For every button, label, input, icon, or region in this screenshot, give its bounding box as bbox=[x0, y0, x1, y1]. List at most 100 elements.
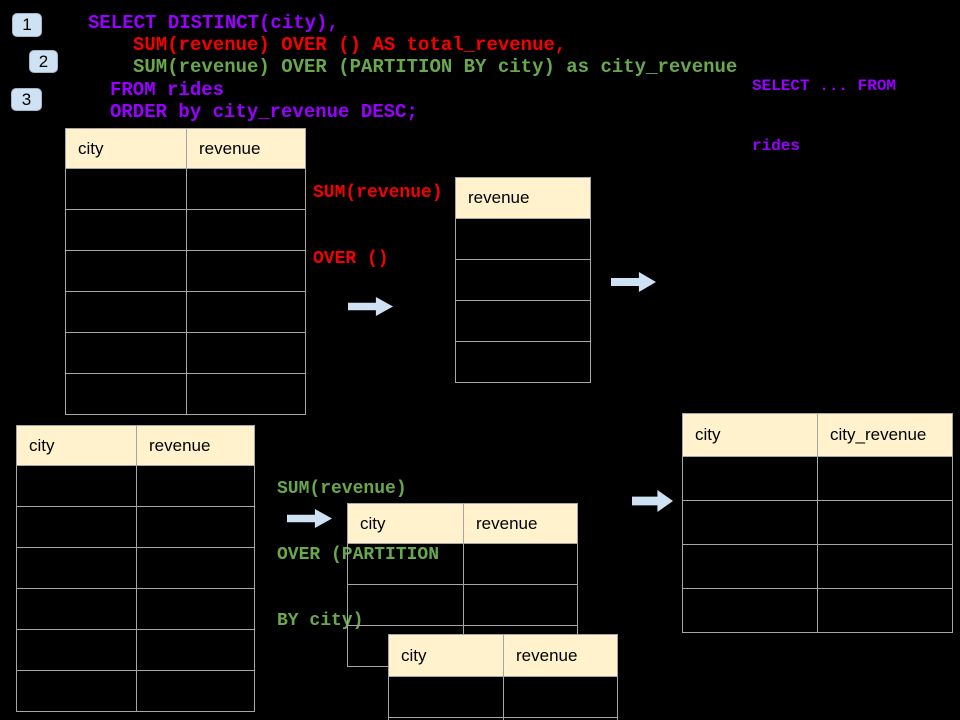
table-cell-empty bbox=[187, 374, 306, 415]
column-header-revenue: revenue bbox=[504, 635, 618, 677]
table-row bbox=[17, 671, 255, 712]
table-cell-empty bbox=[187, 210, 306, 251]
table-cell-empty bbox=[818, 501, 953, 545]
table-row bbox=[683, 589, 953, 633]
table-row bbox=[66, 210, 306, 251]
table-cell-empty bbox=[137, 466, 255, 507]
partition-label: SUM(revenue) OVER (PARTITION BY city) bbox=[277, 434, 439, 676]
table-cell-empty bbox=[187, 292, 306, 333]
column-header-revenue: revenue bbox=[137, 426, 255, 466]
table-cell-empty bbox=[389, 718, 504, 720]
table-row bbox=[389, 718, 618, 720]
sql-code-line-3: SUM(revenue) OVER (PARTITION BY city) as… bbox=[133, 56, 738, 78]
table-row bbox=[456, 342, 591, 383]
table-cell-empty bbox=[17, 671, 137, 712]
table-cell-empty bbox=[137, 630, 255, 671]
table-cell-empty bbox=[66, 292, 187, 333]
table-row bbox=[17, 507, 255, 548]
table-cell-empty bbox=[464, 544, 578, 585]
side-note-line-2: rides bbox=[752, 137, 801, 155]
table-cell-empty bbox=[187, 251, 306, 292]
arrow-right-icon bbox=[632, 490, 673, 512]
table-cell-empty bbox=[456, 342, 591, 383]
table-cell-empty bbox=[17, 630, 137, 671]
total-revenue-label: SUM(revenue) OVER () bbox=[313, 138, 443, 314]
table-cell-empty bbox=[66, 374, 187, 415]
table-cell-empty bbox=[137, 671, 255, 712]
table-cell-empty bbox=[818, 457, 953, 501]
table-cell-empty bbox=[683, 545, 818, 589]
table-cell-empty bbox=[348, 544, 464, 585]
table-cell-empty bbox=[137, 507, 255, 548]
table-row bbox=[456, 219, 591, 260]
table-cell-empty bbox=[66, 210, 187, 251]
column-header-revenue: revenue bbox=[464, 504, 578, 544]
table-cell-empty bbox=[17, 548, 137, 589]
sql-code-line-1: SELECT DISTINCT(city), bbox=[88, 12, 339, 34]
table-row bbox=[683, 545, 953, 589]
table-row bbox=[66, 333, 306, 374]
total-revenue-label-line-1: SUM(revenue) bbox=[313, 183, 443, 203]
column-header-city: city bbox=[389, 635, 504, 677]
table-cell-empty bbox=[464, 585, 578, 626]
table-row bbox=[66, 251, 306, 292]
step-badge-2-label: 2 bbox=[38, 51, 49, 71]
column-header-revenue: revenue bbox=[456, 178, 591, 219]
table-row bbox=[17, 548, 255, 589]
table-cell-empty bbox=[17, 466, 137, 507]
table-row bbox=[456, 301, 591, 342]
table-row bbox=[66, 169, 306, 210]
step-badge-2: 2 bbox=[29, 50, 58, 73]
table-row bbox=[389, 677, 618, 718]
table-cell-empty bbox=[456, 301, 591, 342]
total-revenue-label-line-2: OVER () bbox=[313, 249, 389, 269]
table-cell-empty bbox=[504, 677, 618, 718]
table-row bbox=[17, 466, 255, 507]
table-cell-empty bbox=[389, 677, 504, 718]
table-row bbox=[348, 585, 578, 626]
side-note-line-1: SELECT ... FROM bbox=[752, 77, 897, 95]
partition-label-line-2: OVER (PARTITION bbox=[277, 545, 440, 565]
table-cell-empty bbox=[66, 251, 187, 292]
sql-code-line-4: FROM rides bbox=[110, 79, 225, 101]
table-row bbox=[66, 374, 306, 415]
column-header-city: city bbox=[17, 426, 137, 466]
column-header-city: city bbox=[683, 414, 818, 457]
partition-label-line-3: BY city) bbox=[277, 611, 364, 631]
column-header-city: city bbox=[348, 504, 464, 544]
table-cell-empty bbox=[504, 718, 618, 720]
table-cell-empty bbox=[187, 333, 306, 374]
table-cell-empty bbox=[348, 585, 464, 626]
sql-code-line-5: ORDER by city_revenue DESC; bbox=[110, 101, 418, 123]
table-cell-empty bbox=[818, 589, 953, 633]
step-badge-3: 3 bbox=[11, 88, 42, 111]
table-cell-empty bbox=[456, 260, 591, 301]
sql-code-line-2: SUM(revenue) OVER () AS total_revenue, bbox=[133, 34, 567, 56]
table-cell-empty bbox=[456, 219, 591, 260]
table-header-row: revenue bbox=[456, 178, 591, 219]
table-cell-empty bbox=[66, 333, 187, 374]
table-cell-empty bbox=[187, 169, 306, 210]
partition-label-line-1: SUM(revenue) bbox=[277, 479, 407, 499]
table-cell-empty bbox=[683, 457, 818, 501]
table-total-revenue-result: revenue bbox=[455, 177, 591, 383]
column-header-revenue: revenue bbox=[187, 129, 306, 169]
table-cell-empty bbox=[683, 589, 818, 633]
column-header-city: city bbox=[66, 129, 187, 169]
step-badge-1-label: 1 bbox=[22, 15, 32, 34]
table-cell-empty bbox=[17, 507, 137, 548]
table-cell-empty bbox=[137, 548, 255, 589]
table-row bbox=[348, 544, 578, 585]
table-cell-empty bbox=[17, 589, 137, 630]
table-cell-empty bbox=[818, 545, 953, 589]
table-cell-empty bbox=[66, 169, 187, 210]
